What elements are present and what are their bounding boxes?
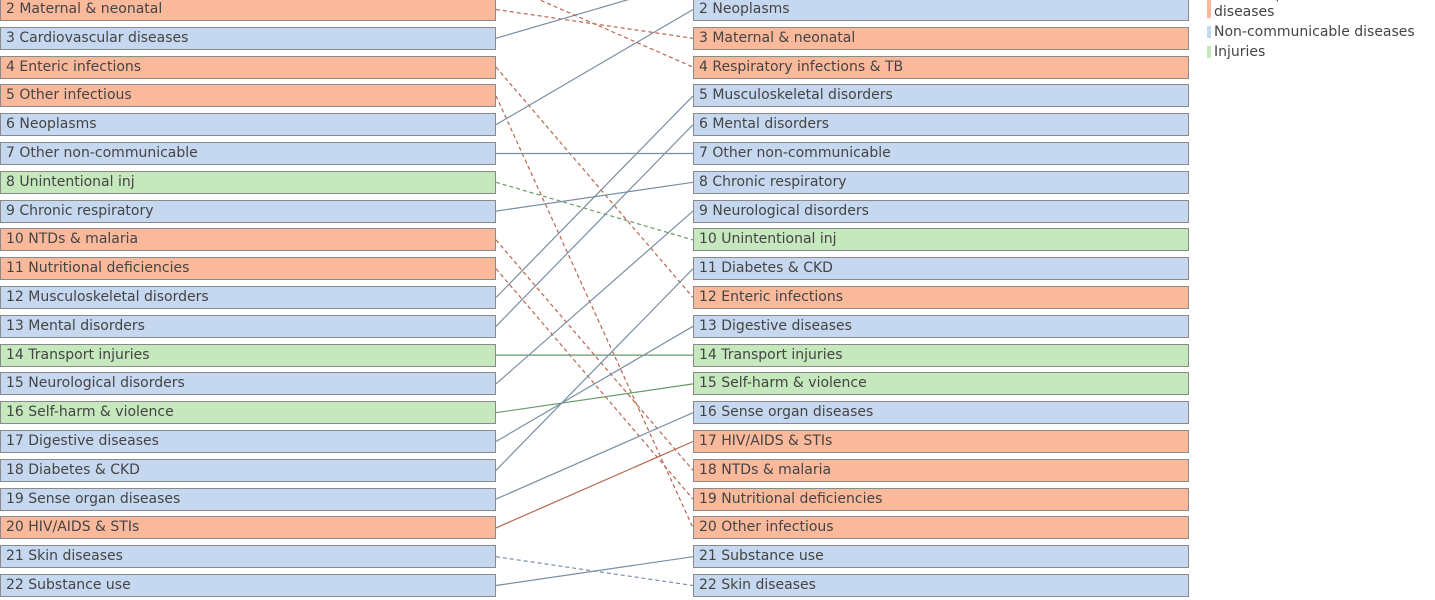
link-neoplasms — [495, 8, 694, 126]
legend-item-cmnn: neonatal, and nutritional diseases — [1207, 0, 1435, 20]
link-hiv-aids-stis — [495, 440, 694, 529]
left-rank-box-13-mental-disorders: 13 Mental disorders — [0, 314, 496, 338]
link-respiratory-infections-tb — [538, 0, 694, 68]
right-rank-box-4-respiratory-infections-tb: 4 Respiratory infections & TB — [693, 55, 1189, 79]
link-digestive-diseases — [495, 325, 694, 443]
link-enteric-infections — [495, 66, 694, 298]
legend-item-ncd: Non-communicable diseases — [1207, 24, 1435, 40]
legend-swatch-inj — [1207, 46, 1211, 58]
right-rank-box-5-musculoskeletal-disorders: 5 Musculoskeletal disorders — [693, 84, 1189, 108]
link-substance-use — [495, 556, 694, 587]
left-rank-box-11-nutritional-deficiencies: 11 Nutritional deficiencies — [0, 257, 496, 281]
right-rank-box-13-digestive-diseases: 13 Digestive diseases — [693, 314, 1189, 338]
link-nutritional-deficiencies — [495, 268, 694, 500]
right-rank-box-11-diabetes-ckd: 11 Diabetes & CKD — [693, 257, 1189, 281]
left-rank-box-16-self-harm-violence: 16 Self-harm & violence — [0, 401, 496, 425]
left-rank-box-2-maternal-neonatal: 2 Maternal & neonatal — [0, 0, 496, 21]
right-rank-box-2-neoplasms: 2 Neoplasms — [693, 0, 1189, 21]
left-rank-box-8-unintentional-inj: 8 Unintentional inj — [0, 170, 496, 194]
left-rank-box-4-enteric-infections: 4 Enteric infections — [0, 55, 496, 79]
left-rank-box-6-neoplasms: 6 Neoplasms — [0, 113, 496, 137]
link-neurological-disorders — [495, 210, 694, 385]
left-rank-box-9-chronic-respiratory: 9 Chronic respiratory — [0, 199, 496, 223]
right-rank-box-10-unintentional-inj: 10 Unintentional inj — [693, 228, 1189, 252]
legend-label-inj: Injuries — [1214, 44, 1266, 60]
right-rank-box-17-hiv-aids-stis: 17 HIV/AIDS & STIs — [693, 430, 1189, 453]
right-rank-box-20-other-infectious: 20 Other infectious — [693, 516, 1189, 540]
link-diabetes-ckd — [495, 268, 694, 471]
legend: neonatal, and nutritional diseases Non-c… — [1207, 0, 1435, 64]
legend-label-cmnn: neonatal, and nutritional diseases — [1214, 0, 1387, 20]
right-rank-box-15-self-harm-violence: 15 Self-harm & violence — [693, 372, 1189, 396]
legend-item-inj: Injuries — [1207, 44, 1435, 60]
left-rank-box-20-hiv-aids-stis: 20 HIV/AIDS & STIs — [0, 516, 496, 540]
left-rank-box-10-ntds-malaria: 10 NTDs & malaria — [0, 228, 496, 252]
right-rank-box-21-substance-use: 21 Substance use — [693, 545, 1189, 569]
right-rank-box-8-chronic-respiratory: 8 Chronic respiratory — [693, 170, 1189, 194]
left-rank-box-7-other-non-communicable: 7 Other non-communicable — [0, 142, 496, 165]
link-other-infectious — [495, 95, 694, 529]
right-rank-box-3-maternal-neonatal: 3 Maternal & neonatal — [693, 26, 1189, 50]
legend-label-ncd: Non-communicable diseases — [1214, 24, 1415, 40]
right-rank-box-7-other-non-communicable: 7 Other non-communicable — [693, 142, 1189, 165]
legend-swatch-cmnn — [1207, 0, 1211, 18]
left-rank-box-22-substance-use: 22 Substance use — [0, 574, 496, 597]
left-rank-box-17-digestive-diseases: 17 Digestive diseases — [0, 430, 496, 453]
right-rank-box-16-sense-organ-diseases: 16 Sense organ diseases — [693, 401, 1189, 425]
link-mental-disorders — [495, 124, 694, 327]
left-rank-box-12-musculoskeletal-disorders: 12 Musculoskeletal disorders — [0, 286, 496, 309]
link-sense-organ-diseases — [495, 412, 694, 500]
left-rank-box-19-sense-organ-diseases: 19 Sense organ diseases — [0, 487, 496, 511]
right-rank-box-9-neurological-disorders: 9 Neurological disorders — [693, 199, 1189, 223]
right-rank-box-12-enteric-infections: 12 Enteric infections — [693, 286, 1189, 309]
right-rank-box-18-ntds-malaria: 18 NTDs & malaria — [693, 458, 1189, 482]
left-rank-box-15-neurological-disorders: 15 Neurological disorders — [0, 372, 496, 396]
right-rank-box-22-skin-diseases: 22 Skin diseases — [693, 574, 1189, 597]
legend-swatch-ncd — [1207, 26, 1211, 38]
left-rank-box-5-other-infectious: 5 Other infectious — [0, 84, 496, 108]
link-cardiovascular-diseases — [495, 0, 630, 39]
left-rank-box-18-diabetes-ckd: 18 Diabetes & CKD — [0, 458, 496, 482]
link-musculoskeletal-disorders — [495, 95, 694, 298]
left-rank-box-21-skin-diseases: 21 Skin diseases — [0, 545, 496, 569]
left-rank-box-14-transport-injuries: 14 Transport injuries — [0, 343, 496, 367]
left-rank-box-3-cardiovascular-diseases: 3 Cardiovascular diseases — [0, 26, 496, 50]
link-self-harm-violence — [495, 383, 694, 414]
link-unintentional-inj — [495, 181, 694, 241]
right-rank-box-19-nutritional-deficiencies: 19 Nutritional deficiencies — [693, 487, 1189, 511]
link-ntds-malaria — [495, 239, 694, 471]
right-rank-box-6-mental-disorders: 6 Mental disorders — [693, 113, 1189, 137]
right-rank-box-14-transport-injuries: 14 Transport injuries — [693, 343, 1189, 367]
